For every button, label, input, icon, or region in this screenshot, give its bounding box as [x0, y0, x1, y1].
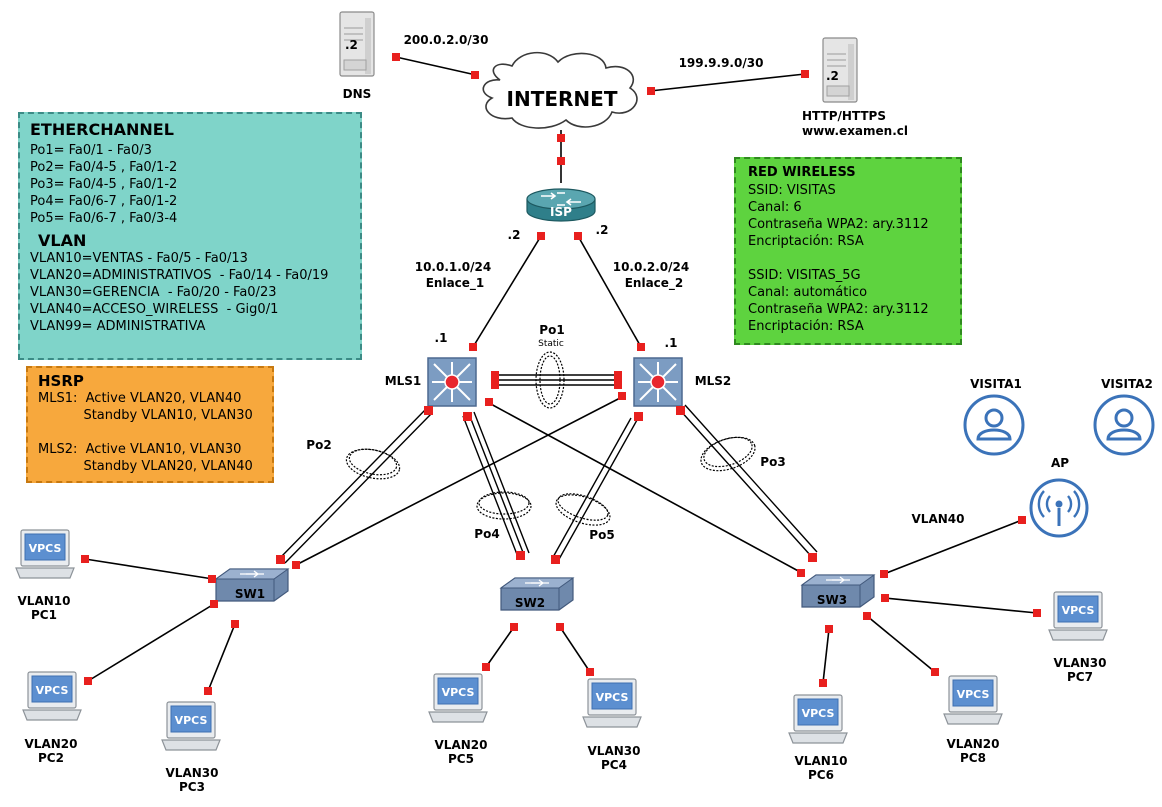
etherchannel-rings	[345, 351, 756, 526]
wireless-line: Contraseña WPA2: ary.3112	[748, 302, 929, 317]
pc3-icon	[161, 701, 221, 751]
ap-label: AP	[1051, 456, 1069, 470]
visitor1-icon	[963, 394, 1025, 456]
hsrp-line: MLS1: Active VLAN20, VLAN40	[38, 391, 242, 406]
pc6-vlan: VLAN10	[795, 754, 848, 768]
ap-vlan-label: VLAN40	[912, 512, 965, 526]
etherchannel-title: ETHERCHANNEL	[30, 120, 174, 139]
isp-router: ISP	[526, 188, 596, 222]
po2-label: Po2	[306, 438, 331, 452]
web-domain-label: www.examen.cl	[802, 124, 908, 138]
hsrp-line: Standby VLAN20, VLAN40	[38, 459, 253, 474]
wireless-line: SSID: VISITAS_5G	[748, 268, 861, 283]
wireless-line: Encriptación: RSA	[748, 234, 864, 249]
pc7-vlan: VLAN30	[1054, 656, 1107, 670]
isp-label: ISP	[550, 205, 572, 219]
enlace1-name: Enlace_1	[426, 276, 485, 291]
mls2-label: MLS2	[695, 374, 732, 388]
po1-mode-label: Static	[538, 339, 564, 349]
enlace1-network: 10.0.1.0/24	[415, 260, 492, 274]
pc1-vlan: VLAN10	[18, 594, 71, 608]
internet-label: INTERNET	[507, 87, 618, 111]
etherchannel-line: Po2= Fa0/4-5 , Fa0/1-2	[30, 160, 178, 175]
vlan-line: VLAN10=VENTAS - Fa0/5 - Fa0/13	[30, 251, 248, 266]
vlan-line: VLAN99= ADMINISTRATIVA	[30, 319, 206, 334]
mls2-host: .1	[665, 336, 678, 350]
wireless-line: Contraseña WPA2: ary.3112	[748, 217, 929, 232]
pc8-icon	[943, 675, 1003, 725]
mls1-switch	[427, 357, 477, 407]
pc2-vlan: VLAN20	[25, 737, 78, 751]
etherchannel-line: Po3= Fa0/4-5 , Fa0/1-2	[30, 177, 178, 192]
port-markers	[81, 53, 1041, 695]
etherchannel-line: Po1= Fa0/1 - Fa0/3	[30, 143, 152, 158]
web-server-label: HTTP/HTTPS	[802, 109, 886, 123]
pc4-name: PC4	[601, 758, 627, 772]
dns-server: .2	[339, 11, 375, 77]
po4-label: Po4	[474, 527, 499, 541]
sw1-label: SW1	[235, 587, 265, 601]
mls1-host: .1	[435, 331, 448, 345]
pc7-icon	[1048, 591, 1108, 641]
hsrp-box: HSRP MLS1: Active VLAN20, VLAN40 Standby…	[26, 366, 274, 483]
web-server: .2	[822, 37, 858, 103]
pc5-vlan: VLAN20	[435, 738, 488, 752]
pc8-vlan: VLAN20	[947, 737, 1000, 751]
wireless-line: Encriptación: RSA	[748, 319, 864, 334]
visitor1-label: VISITA1	[970, 377, 1022, 391]
pc2-icon	[22, 671, 82, 721]
hsrp-line: Standby VLAN10, VLAN30	[38, 408, 253, 423]
etherchannel-box: ETHERCHANNEL Po1= Fa0/1 - Fa0/3 Po2= Fa0…	[18, 112, 362, 360]
vlan-title: VLAN	[38, 231, 87, 250]
dns-network-label: 200.0.2.0/30	[404, 33, 489, 47]
internet-cloud: INTERNET	[482, 51, 638, 129]
visitor2-icon	[1093, 394, 1155, 456]
vlan-line: VLAN40=ACCESO_WIRELESS - Gig0/1	[30, 302, 279, 317]
pc1-name: PC1	[31, 608, 57, 622]
pc6-icon	[788, 694, 848, 744]
etherchannel-bundles	[278, 374, 818, 564]
dns-host-label: .2	[345, 38, 358, 52]
etherchannel-line: Po4= Fa0/6-7 , Fa0/1-2	[30, 194, 178, 209]
po1-label: Po1	[539, 323, 564, 337]
isp-right-host: .2	[596, 223, 609, 237]
dns-label: DNS	[343, 87, 372, 101]
visitor2-label: VISITA2	[1101, 377, 1153, 391]
pc8-name: PC8	[960, 751, 986, 765]
wireless-box: RED WIRELESS SSID: VISITAS Canal: 6 Cont…	[734, 157, 962, 345]
hsrp-title: HSRP	[38, 372, 84, 390]
wireless-line: Canal: 6	[748, 200, 802, 215]
pc4-vlan: VLAN30	[588, 744, 641, 758]
mls1-label: MLS1	[385, 374, 422, 388]
hsrp-line: MLS2: Active VLAN10, VLAN30	[38, 442, 242, 457]
enlace2-name: Enlace_2	[625, 276, 684, 291]
po3-label: Po3	[760, 455, 785, 469]
sw2-label: SW2	[515, 596, 545, 610]
sw3-label: SW3	[817, 593, 847, 607]
vlan-line: VLAN20=ADMINISTRATIVOS - Fa0/14 - Fa0/19	[30, 268, 329, 283]
pc5-icon	[428, 673, 488, 723]
links	[84, 56, 1038, 692]
pc4-icon	[582, 678, 642, 728]
isp-left-host: .2	[508, 228, 521, 242]
wireless-line: SSID: VISITAS	[748, 183, 836, 198]
pc6-name: PC6	[808, 768, 834, 782]
pc2-name: PC2	[38, 751, 64, 765]
wireless-line: Canal: automático	[748, 285, 868, 300]
mls2-switch	[633, 357, 683, 407]
etherchannel-line: Po5= Fa0/6-7 , Fa0/3-4	[30, 211, 178, 226]
ap-icon	[1029, 478, 1089, 538]
wireless-title: RED WIRELESS	[748, 165, 856, 180]
vlan-line: VLAN30=GERENCIA - Fa0/20 - Fa0/23	[30, 285, 277, 300]
web-network-label: 199.9.9.0/30	[679, 56, 764, 70]
pc3-vlan: VLAN30	[166, 766, 219, 780]
pc7-name: PC7	[1067, 670, 1093, 684]
pc1-icon	[15, 529, 75, 579]
enlace2-network: 10.0.2.0/24	[613, 260, 690, 274]
pc3-name: PC3	[179, 780, 205, 794]
pc5-name: PC5	[448, 752, 474, 766]
web-host-label: .2	[826, 69, 839, 83]
po5-label: Po5	[589, 528, 614, 542]
